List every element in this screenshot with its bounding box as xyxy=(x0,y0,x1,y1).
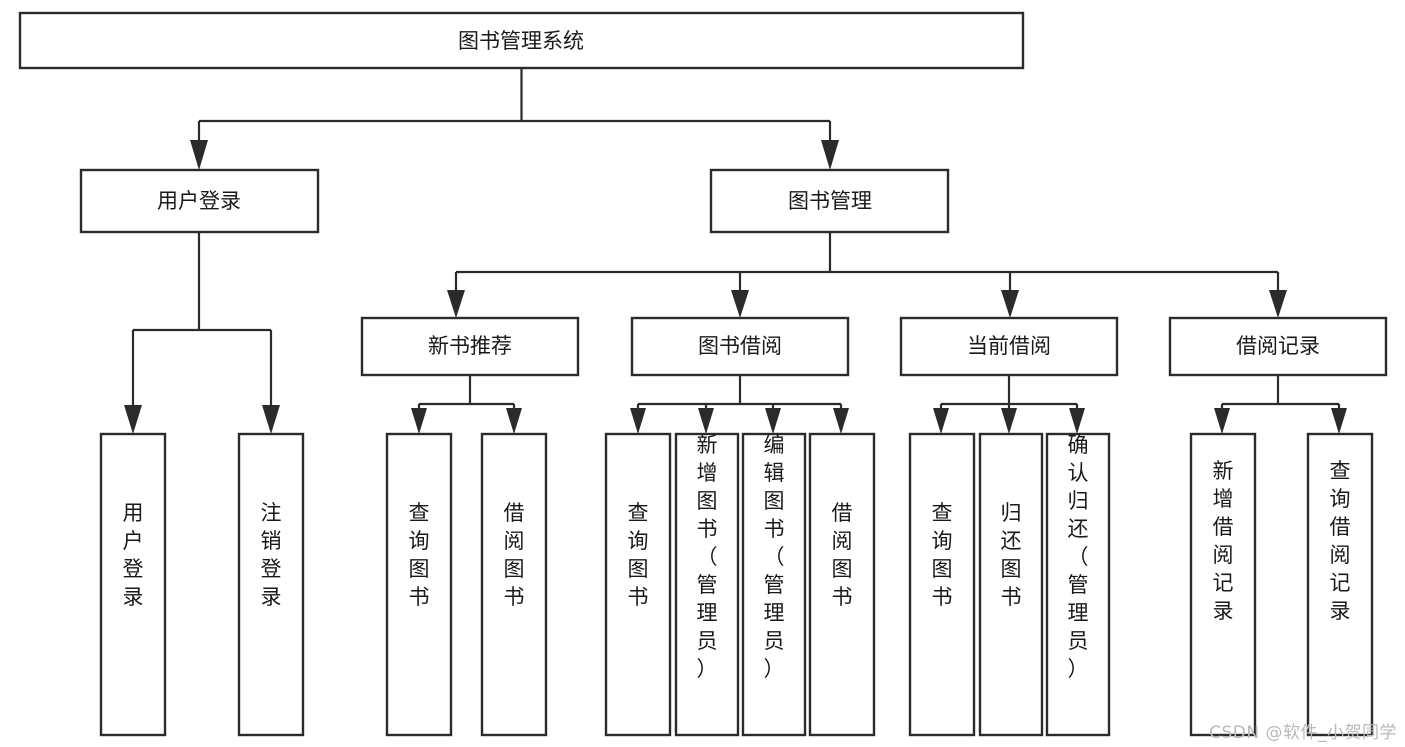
node-book-borrow[interactable]: 图书借阅 xyxy=(630,316,850,377)
leaf-current-borrow-2[interactable]: 归还图书 xyxy=(978,432,1044,737)
leaf-book-borrow-4-label: 借阅图书 xyxy=(832,501,853,609)
node-new-book-recommend-label: 新书推荐 xyxy=(428,334,512,358)
arrow-icon-bookborrow-leaf-2 xyxy=(698,408,714,434)
leaf-book-borrow-2-label: 新增图书（管理员） xyxy=(697,433,718,681)
arrow-icon-bookborrow-leaf-4 xyxy=(833,408,849,434)
arrow-icon-currentborrow-leaf-1 xyxy=(933,408,949,434)
leaf-current-borrow-2-box[interactable] xyxy=(978,432,1044,737)
arrow-icon-bookborrow-leaf-3 xyxy=(765,408,781,434)
leaf-current-borrow-1[interactable]: 查询图书 xyxy=(908,432,976,737)
leaf-book-borrow-4-box[interactable] xyxy=(808,432,876,737)
node-book-borrow-box[interactable] xyxy=(630,316,850,377)
leaf-book-borrow-3-label: 编辑图书（管理员） xyxy=(764,433,785,681)
leaf-borrow-record-2[interactable]: 查询借阅记录 xyxy=(1306,432,1374,737)
leaf-current-borrow-3-label: 确认归还（管理员） xyxy=(1068,433,1089,681)
leaf-borrow-record-2-box[interactable] xyxy=(1306,432,1374,737)
node-user-login-label: 用户登录 xyxy=(157,189,241,213)
leaf-user-login-2-box[interactable] xyxy=(237,432,305,737)
leaf-new-book-1-label: 查询图书 xyxy=(409,501,430,609)
leaf-current-borrow-1-box[interactable] xyxy=(908,432,976,737)
leaf-new-book-2-label: 借阅图书 xyxy=(504,501,525,609)
leaf-current-borrow-1-label: 查询图书 xyxy=(932,501,953,609)
arrow-icon-borrow-record xyxy=(1269,290,1287,318)
node-borrow-record-box[interactable] xyxy=(1168,316,1388,377)
arrow-icon-book-manage xyxy=(821,140,839,170)
node-user-login[interactable]: 用户登录 xyxy=(79,168,320,234)
node-borrow-record[interactable]: 借阅记录 xyxy=(1168,316,1388,377)
arrow-icon-newbook-leaf-1 xyxy=(411,408,427,434)
leaf-book-borrow-3-box[interactable] xyxy=(741,432,807,737)
arrow-icon-borrowrecord-leaf-1 xyxy=(1214,408,1230,434)
leaf-book-borrow-2[interactable]: 新增图书（管理员） xyxy=(674,432,740,737)
node-current-borrow[interactable]: 当前借阅 xyxy=(899,316,1119,377)
arrow-icon-bookborrow-leaf-1 xyxy=(630,408,646,434)
leaf-book-borrow-1[interactable]: 查询图书 xyxy=(604,432,672,737)
arrow-icon-newbook-leaf-2 xyxy=(506,408,522,434)
leaf-new-book-1-box[interactable] xyxy=(385,432,453,737)
leaf-user-login-2[interactable]: 注销登录 xyxy=(237,432,305,737)
arrow-icon-currentborrow-leaf-2 xyxy=(1001,408,1017,434)
node-new-book-recommend[interactable]: 新书推荐 xyxy=(360,316,580,377)
edge-layer xyxy=(124,68,1347,434)
leaf-user-login-1[interactable]: 用户登录 xyxy=(99,432,167,737)
arrow-icon-currentborrow-leaf-3 xyxy=(1069,408,1085,434)
node-current-borrow-box[interactable] xyxy=(899,316,1119,377)
leaf-new-book-2[interactable]: 借阅图书 xyxy=(480,432,548,737)
node-root-label: 图书管理系统 xyxy=(458,29,584,53)
leaf-user-login-2-label: 注销登录 xyxy=(261,501,282,609)
arrow-icon-user-login xyxy=(190,140,208,170)
arrow-icon-book-borrow xyxy=(731,290,749,318)
leaf-user-login-1-box[interactable] xyxy=(99,432,167,737)
leaf-book-borrow-1-label: 查询图书 xyxy=(628,501,649,609)
leaf-book-borrow-4[interactable]: 借阅图书 xyxy=(808,432,876,737)
leaf-user-login-1-label: 用户登录 xyxy=(123,501,144,609)
node-book-manage-label: 图书管理 xyxy=(788,189,872,213)
node-book-manage-box[interactable] xyxy=(709,168,950,234)
arrow-icon-borrowrecord-leaf-2 xyxy=(1331,408,1347,434)
leaf-borrow-record-1[interactable]: 新增借阅记录 xyxy=(1189,432,1257,737)
leaf-borrow-record-2-label: 查询借阅记录 xyxy=(1330,459,1351,623)
node-root-box[interactable] xyxy=(18,11,1025,70)
csdn-watermark: CSDN @软件_小贺同学 xyxy=(1209,723,1397,743)
leaf-new-book-2-box[interactable] xyxy=(480,432,548,737)
leaf-book-borrow-3[interactable]: 编辑图书（管理员） xyxy=(741,432,807,737)
arrow-icon-new-book xyxy=(447,290,465,318)
node-user-login-box[interactable] xyxy=(79,168,320,234)
node-book-manage[interactable]: 图书管理 xyxy=(709,168,950,234)
leaf-current-borrow-3[interactable]: 确认归还（管理员） xyxy=(1045,432,1111,737)
arrow-icon-current-borrow xyxy=(1001,290,1019,318)
node-new-book-recommend-box[interactable] xyxy=(360,316,580,377)
leaf-current-borrow-3-box[interactable] xyxy=(1045,432,1111,737)
node-book-borrow-label: 图书借阅 xyxy=(698,334,782,358)
leaf-book-borrow-1-box[interactable] xyxy=(604,432,672,737)
leaf-book-borrow-2-box[interactable] xyxy=(674,432,740,737)
node-current-borrow-label: 当前借阅 xyxy=(967,334,1051,358)
leaf-borrow-record-1-label: 新增借阅记录 xyxy=(1213,459,1234,623)
node-root[interactable]: 图书管理系统 xyxy=(18,11,1025,70)
arrow-icon-user-leaf-1 xyxy=(124,405,142,434)
node-borrow-record-label: 借阅记录 xyxy=(1236,334,1320,358)
leaf-borrow-record-1-box[interactable] xyxy=(1189,432,1257,737)
leaf-new-book-1[interactable]: 查询图书 xyxy=(385,432,453,737)
arrow-icon-user-leaf-2 xyxy=(262,405,280,434)
leaf-current-borrow-2-label: 归还图书 xyxy=(1001,501,1022,609)
